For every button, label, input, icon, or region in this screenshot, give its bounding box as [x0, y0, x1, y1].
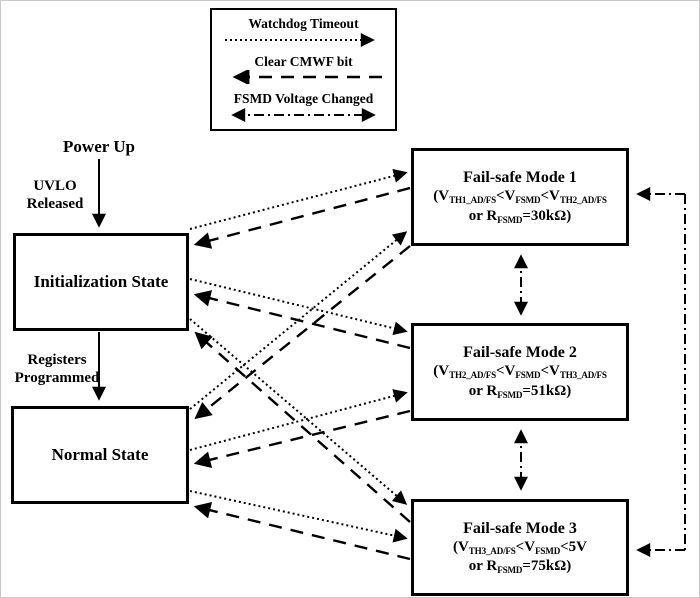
arrow-watchdog-init-to-mode1: [189, 169, 408, 230]
legend-label-fsmd-voltage: FSMD Voltage Changed: [233, 90, 374, 106]
initialization-state-box: Initialization State: [13, 233, 189, 331]
failsafe-mode2-box: Fail-safe Mode 2 (VTH2_AD/FS<VFSMD<VTH3_…: [411, 323, 629, 421]
arrow-watchdog-init-to-mode3: [189, 318, 408, 505]
clear-cmwf-dashed-arrow-icon: [232, 70, 382, 85]
legend-item-watchdog: Watchdog Timeout: [212, 16, 395, 48]
arrow-watchdog-normal-to-mode2: [189, 389, 408, 451]
registers-programmed-line2: Programmed: [14, 369, 100, 386]
arrow-cmwf-mode3-to-normal: [193, 502, 411, 561]
arrow-cmwf-mode2-to-normal: [193, 409, 411, 468]
registers-programmed-label: Registers Programmed: [11, 352, 103, 387]
power-up-label: Power Up: [63, 137, 135, 156]
arrow-watchdog-normal-to-mode3: [189, 490, 408, 543]
legend-label-watchdog: Watchdog Timeout: [248, 16, 359, 32]
failsafe-mode1-title: Fail-safe Mode 1: [463, 169, 577, 187]
normal-state-label: Normal State: [51, 445, 149, 464]
arrow-cmwf-mode1-to-normal: [194, 245, 411, 420]
failsafe-mode2-title: Fail-safe Mode 2: [463, 344, 577, 362]
failsafe-mode3-resistor: or RFSMD=75kΩ): [468, 558, 572, 576]
failsafe-mode1-resistor: or RFSMD=30kΩ): [468, 207, 572, 225]
registers-programmed-line1: Registers: [27, 352, 87, 368]
legend-box: Watchdog Timeout Clear CMWF bit FSMD Vol…: [210, 8, 397, 131]
arrow-cmwf-mode2-to-init: [193, 290, 411, 350]
failsafe-mode2-resistor: or RFSMD=51kΩ): [468, 382, 572, 400]
failsafe-mode3-box: Fail-safe Mode 3 (VTH3_AD/FS<VFSMD<5V or…: [411, 499, 629, 596]
initialization-state-label: Initialization State: [33, 272, 169, 291]
failsafe-mode3-title: Fail-safe Mode 3: [463, 519, 577, 537]
failsafe-mode1-condition: (VTH1_AD/FS<VFSMD<VTH2_AD/FS: [433, 188, 607, 206]
normal-state-box: Normal State: [11, 406, 189, 504]
uvlo-released-label: UVLO Released: [15, 178, 95, 213]
arrow-cmwf-mode3-to-init: [194, 331, 411, 523]
uvlo-released-line1: UVLO: [33, 178, 77, 194]
legend-item-fsmd-voltage: FSMD Voltage Changed: [212, 90, 395, 122]
arrow-watchdog-init-to-mode2: [189, 278, 408, 336]
legend-item-clear-cmwf: Clear CMWF bit: [212, 53, 395, 85]
watchdog-dotted-arrow-icon: [224, 33, 375, 48]
arrow-cmwf-mode1-to-init: [193, 186, 411, 249]
uvlo-released-line2: Released: [26, 195, 84, 212]
failsafe-mode2-condition: (VTH2_AD/FS<VFSMD<VTH3_AD/FS: [433, 363, 607, 381]
fsmd-dashdot-arrow-icon: [230, 107, 376, 122]
failsafe-mode3-condition: (VTH3_AD/FS<VFSMD<5V: [452, 538, 588, 556]
arrow-watchdog-normal-to-mode1: [189, 231, 408, 410]
legend-label-clear-cmwf: Clear CMWF bit: [254, 53, 353, 69]
failsafe-mode1-box: Fail-safe Mode 1 (VTH1_AD/FS<VFSMD<VTH2_…: [411, 148, 629, 246]
